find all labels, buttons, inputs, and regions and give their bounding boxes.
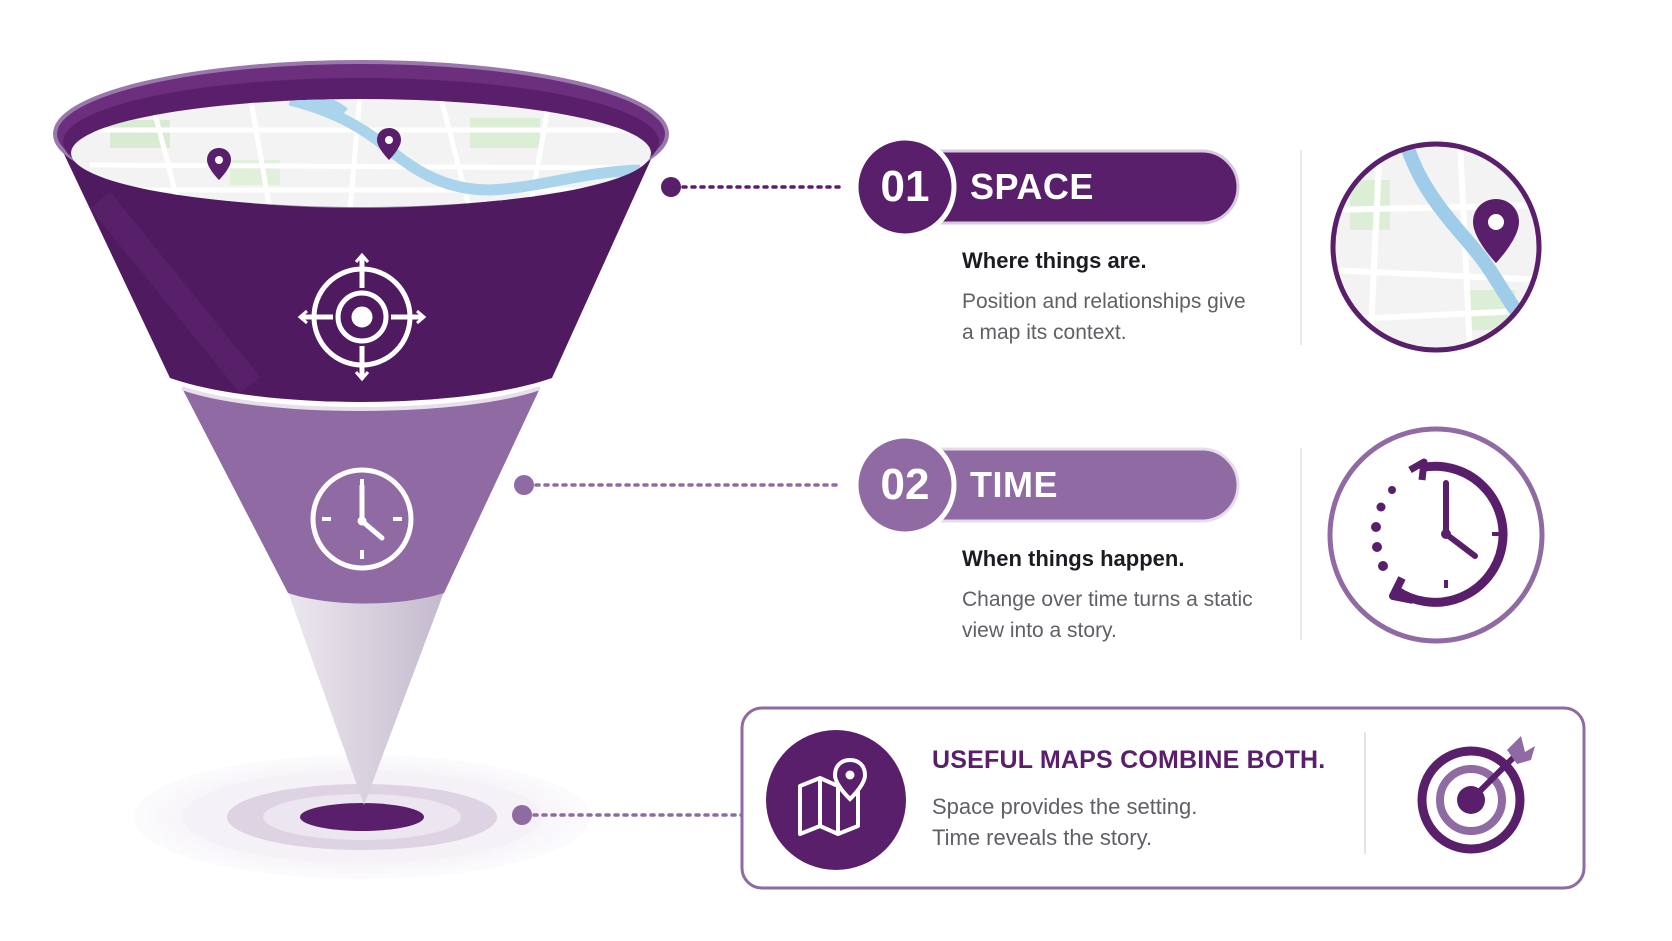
connector-combine [512, 805, 744, 825]
folded-map-pin-icon [766, 730, 906, 870]
target-crosshair-icon [297, 252, 427, 382]
combine-line-1: Space provides the setting. [932, 794, 1198, 819]
stage-space-body-line-1: Position and relationships give [962, 290, 1246, 313]
connector-space [661, 177, 844, 197]
connector-time [514, 475, 844, 495]
clock-history-icon [1327, 426, 1545, 644]
funnel-tip [288, 592, 444, 805]
stage-space-title: SPACE [970, 166, 1094, 207]
stage-time-body-line-1: Change over time turns a static [962, 588, 1253, 611]
funnel-map-surface [71, 99, 651, 207]
map-pin-icon [207, 148, 231, 180]
stage-time-body-line-2: view into a story. [962, 619, 1117, 642]
combine-line-2: Time reveals the story. [932, 825, 1153, 850]
stage-space-heading: Where things are. [962, 248, 1147, 273]
target-arrow-icon [1417, 736, 1535, 854]
stage-space-number: 01 [880, 162, 930, 211]
clock-icon [310, 467, 414, 571]
map-pin-icon [1330, 141, 1542, 353]
map-pin-icon [377, 128, 401, 160]
stage-space-badge [853, 135, 957, 239]
stage-time-title: TIME [970, 464, 1058, 505]
combine-card [740, 706, 1586, 890]
stage-time-number: 02 [880, 460, 930, 509]
stage-time-badge [853, 433, 957, 537]
stage-space-body-line-2: a map its context. [962, 321, 1127, 344]
combine-heading: USEFUL MAPS COMBINE BOTH. [932, 746, 1326, 774]
stage-time-heading: When things happen. [962, 546, 1185, 571]
funnel-base-rings [134, 755, 590, 879]
